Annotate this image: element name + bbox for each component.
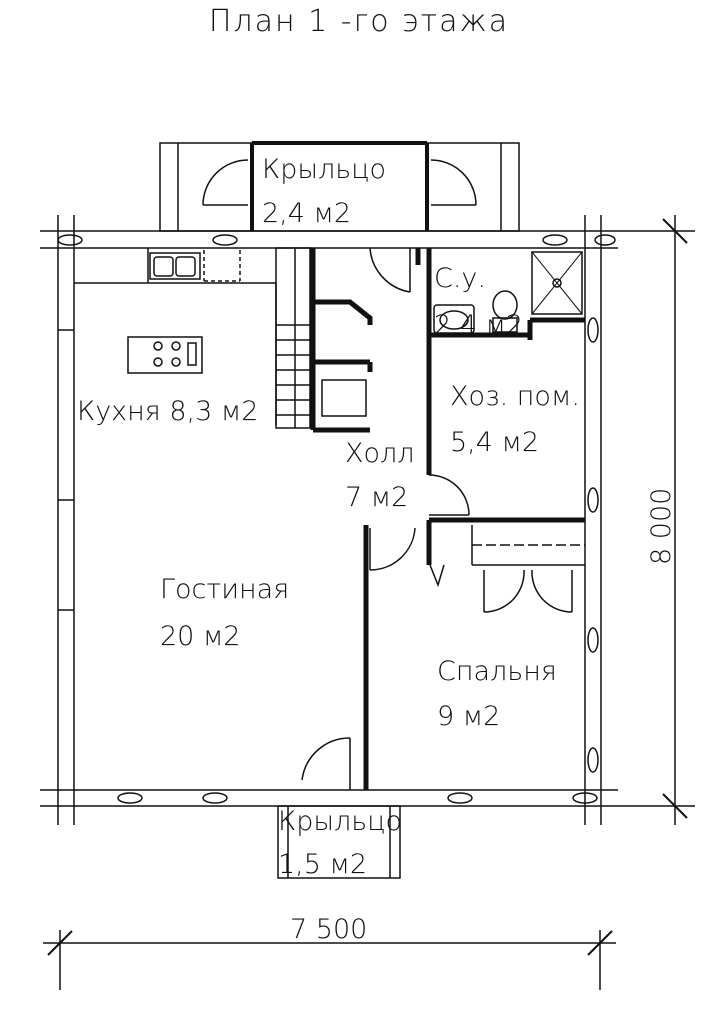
porch-top-name: Крыльцо (262, 154, 386, 185)
wall-top (40, 230, 618, 249)
interior-walls (310, 248, 585, 790)
living-area: 20 м2 (160, 621, 241, 652)
wall-left (57, 215, 75, 825)
porch-bottom (277, 805, 401, 879)
bath-name: С.у. (434, 263, 486, 294)
utility-name: Хоз. пом. (450, 381, 580, 412)
porch-bottom-name: Крыльцо (278, 806, 402, 837)
dimension-height: 8 000 (646, 488, 677, 565)
bedroom-area: 9 м2 (437, 701, 500, 732)
doors (301, 247, 470, 790)
hall-area: 7 м2 (345, 482, 408, 513)
porch-top-area: 2,4 м2 (262, 198, 351, 229)
living-name: Гостиная (160, 574, 289, 605)
dimension-width: 7 500 (290, 914, 367, 945)
kitchen-label: Кухня 8,3 м2 (77, 396, 258, 427)
bathroom-fixtures (433, 251, 583, 334)
dimension-lines (43, 215, 695, 990)
porch-bottom-area: 1,5 м2 (278, 849, 367, 880)
wardrobe (471, 525, 585, 613)
bedroom-name: Спальня (437, 656, 557, 687)
wall-bottom (40, 789, 618, 807)
staircase (275, 247, 311, 429)
wall-right (584, 215, 602, 825)
porch-top (159, 141, 520, 232)
hall-name: Холл (345, 438, 415, 469)
bath-area: 2,4 м2 (434, 310, 523, 341)
boiler-box (321, 379, 367, 417)
plan-title: План 1 -го этажа (208, 4, 510, 39)
utility-area: 5,4 м2 (450, 427, 539, 458)
